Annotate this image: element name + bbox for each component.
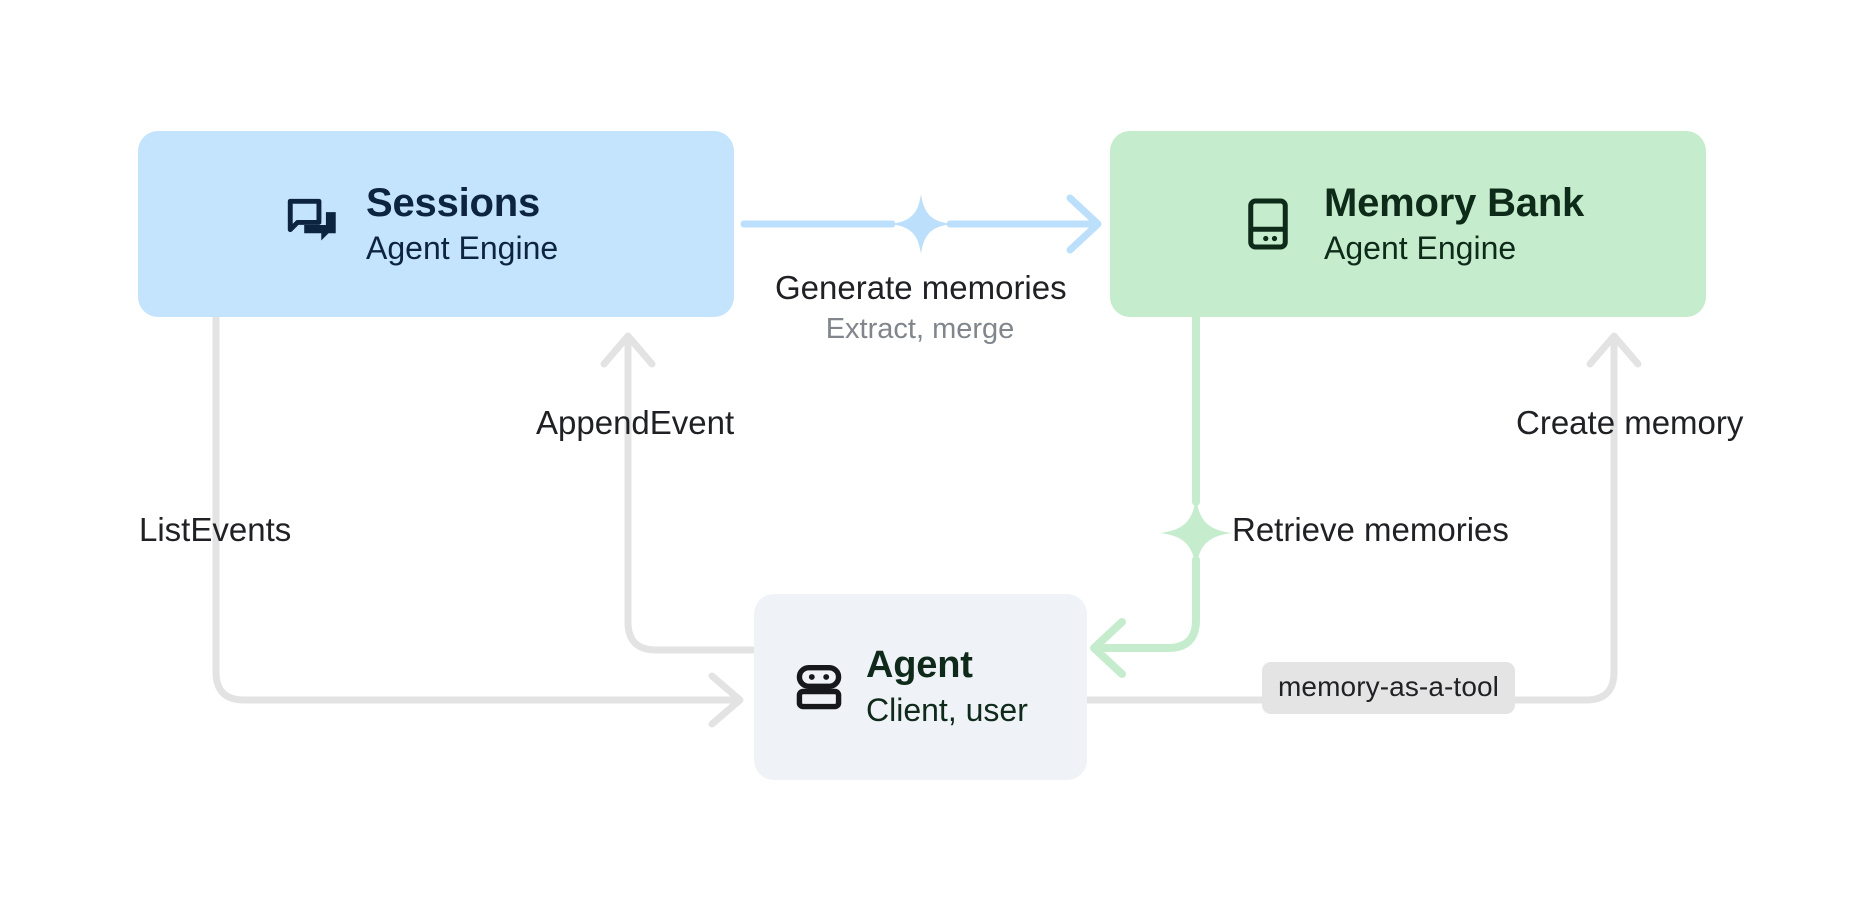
- node-sessions-title: Sessions: [366, 180, 541, 225]
- edge-create-memory: [1083, 334, 1618, 704]
- node-memory-bank-text: Memory Bank Agent Engine: [1324, 181, 1584, 267]
- database-icon: [1238, 194, 1298, 254]
- edge-retrieve-memories-arrowhead: [1090, 618, 1126, 678]
- badge-memory-as-a-tool: memory-as-a-tool: [1262, 662, 1515, 714]
- node-sessions-text: Sessions Agent Engine: [366, 181, 558, 267]
- edge-list-events: [212, 313, 742, 704]
- node-memory-bank-title: Memory Bank: [1324, 180, 1585, 225]
- node-sessions-subtitle: Agent Engine: [366, 229, 559, 266]
- robot-icon: [792, 660, 846, 714]
- edge-label-retrieve-memories: Retrieve memories: [1232, 511, 1509, 548]
- edge-list-events-arrowhead: [708, 672, 744, 728]
- node-memory-bank-subtitle: Agent Engine: [1324, 229, 1517, 266]
- node-agent-title: Agent: [866, 643, 973, 686]
- node-sessions[interactable]: Sessions Agent Engine: [138, 131, 734, 317]
- edge-label-generate-memories-primary: Generate memories: [775, 269, 1067, 306]
- edge-create-memory-arrowhead: [1586, 332, 1642, 368]
- sparkle-icon: [891, 194, 951, 254]
- node-agent-text: Agent Client, user: [866, 643, 1028, 729]
- edge-retrieve-memories-lower: [1092, 556, 1200, 652]
- edge-generate-memories-arrowhead: [1066, 194, 1102, 254]
- edge-label-append-event: AppendEvent: [536, 404, 735, 441]
- node-memory-bank[interactable]: Memory Bank Agent Engine: [1110, 131, 1706, 317]
- sparkle-icon-green: [1160, 497, 1232, 569]
- edge-label-generate-memories-secondary: Extract, merge: [825, 313, 1015, 346]
- edge-label-generate-memories: Generate memories Extract, merge: [775, 267, 1067, 349]
- edge-label-list-events: ListEvents: [139, 511, 292, 548]
- node-agent-subtitle: Client, user: [866, 691, 1028, 728]
- edge-label-create-memory: Create memory: [1516, 404, 1744, 441]
- edge-append-event-arrowhead: [600, 332, 656, 368]
- forum-icon: [282, 193, 344, 255]
- node-agent[interactable]: Agent Client, user: [754, 594, 1087, 780]
- edge-append-event: [624, 334, 758, 654]
